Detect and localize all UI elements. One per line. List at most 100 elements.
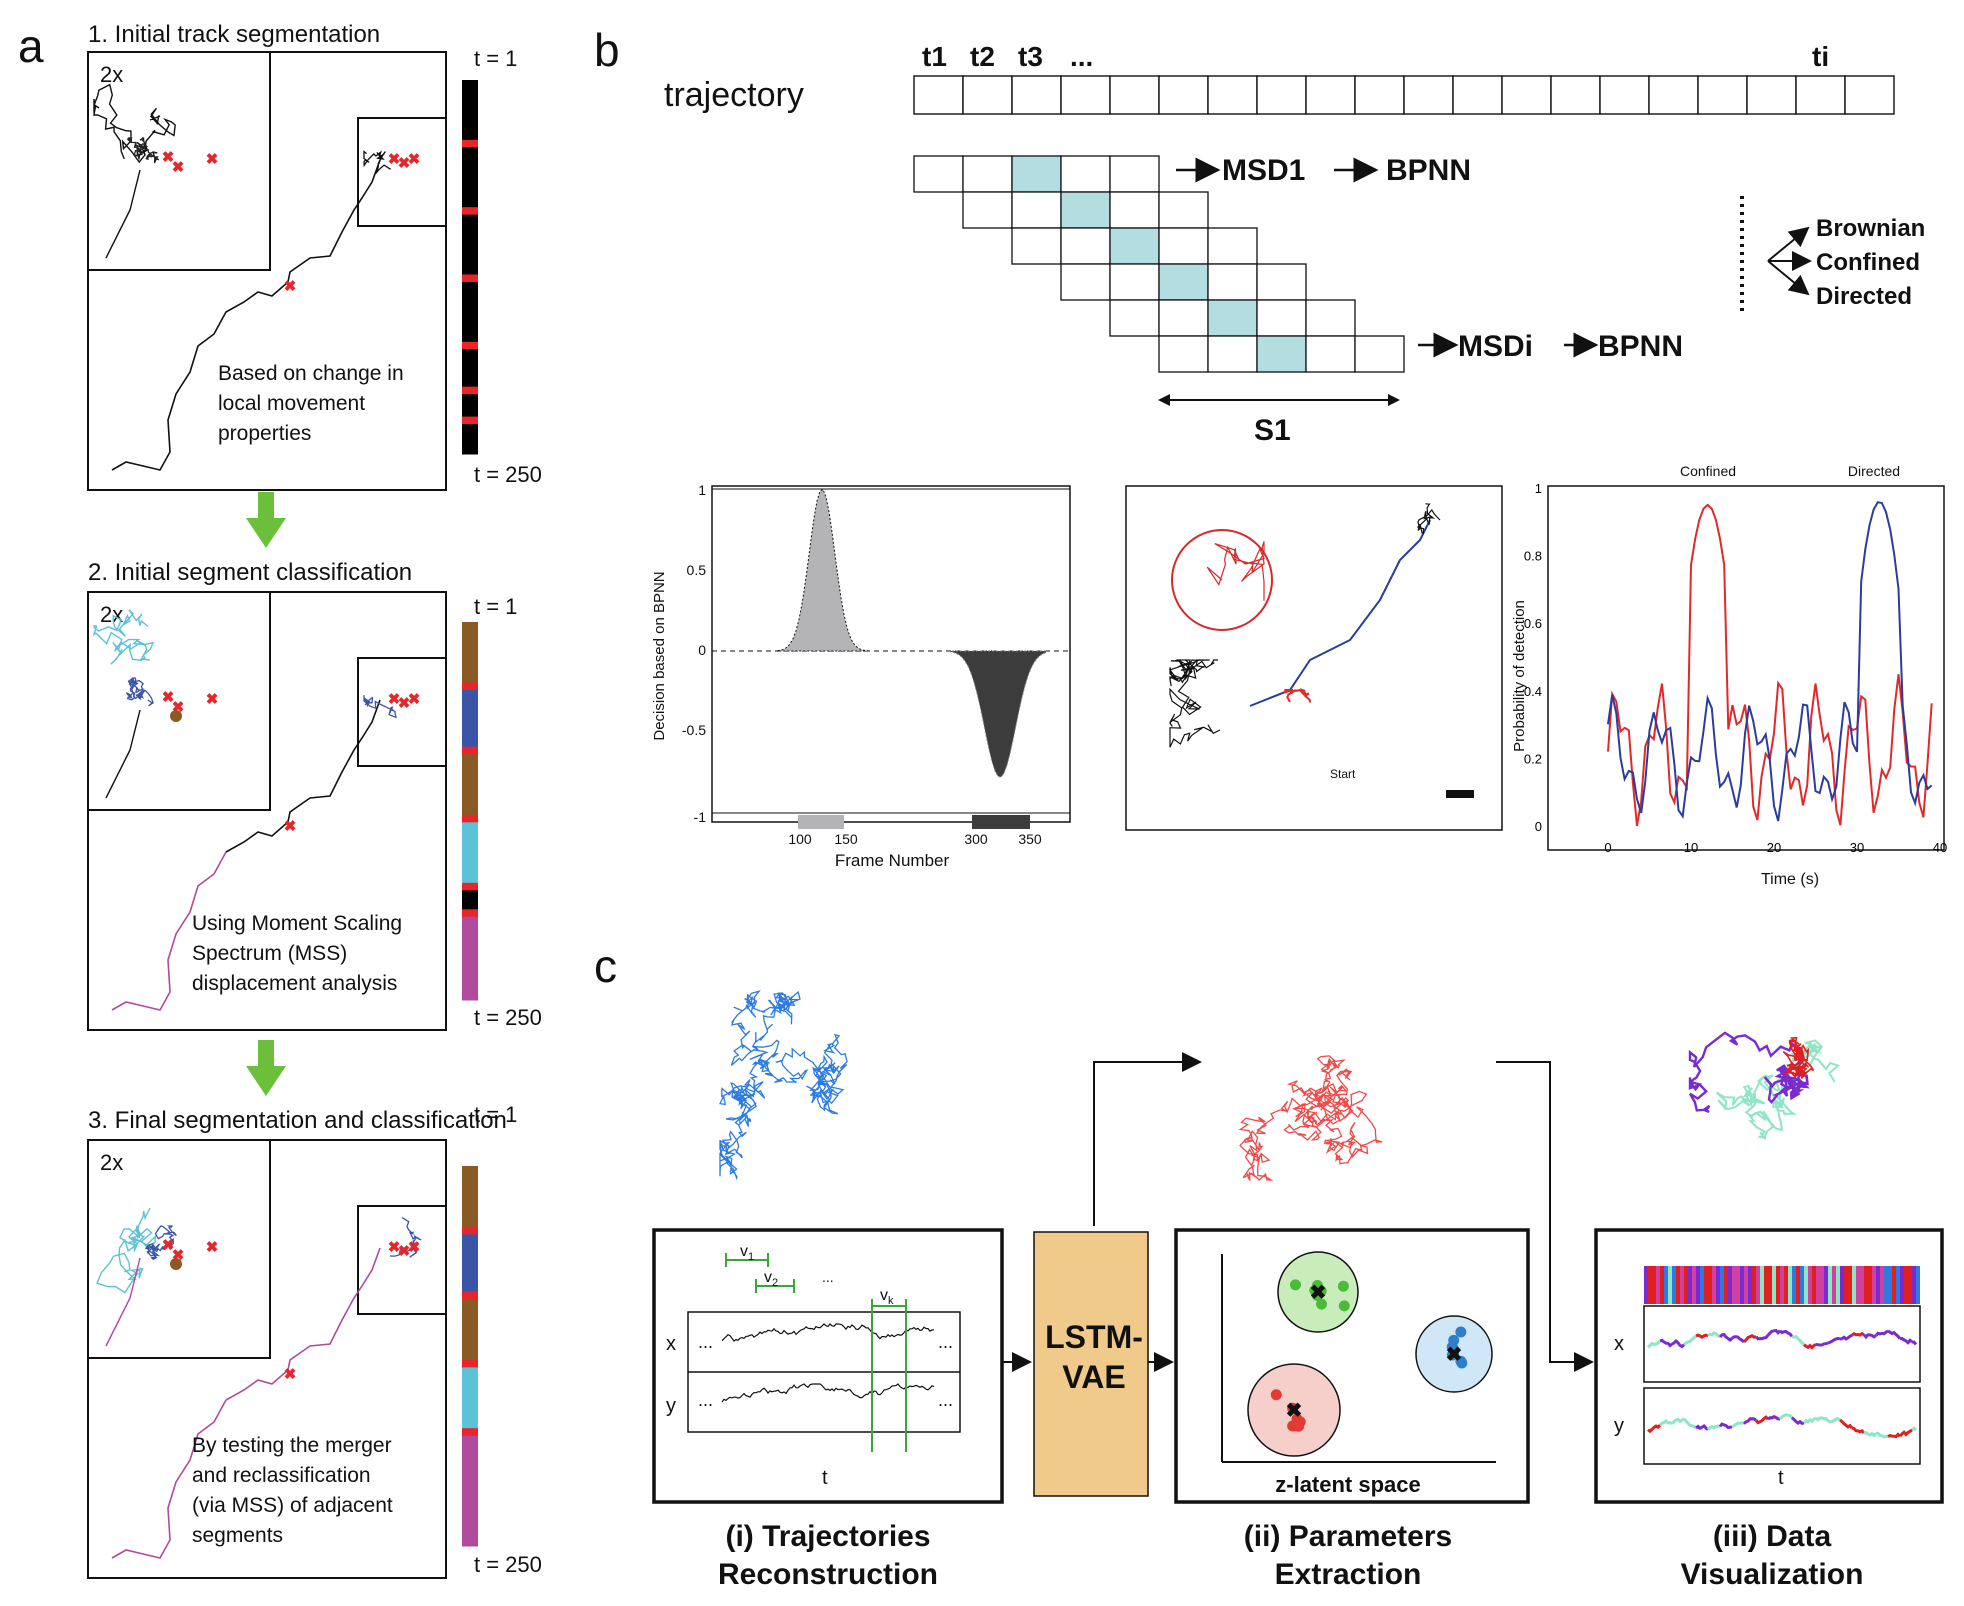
inset-tail-track <box>105 709 141 799</box>
trajectory-cell <box>1599 75 1650 115</box>
y-series-colored <box>1767 1414 1781 1421</box>
probability-xtick: 10 <box>1684 840 1698 855</box>
highlighted-cell <box>1256 335 1307 373</box>
confined-probability-curve <box>1607 503 1933 827</box>
step1-track: ✖✖✖✖✖✖✖ <box>93 83 421 471</box>
xy-series-colored <box>1646 1328 1918 1439</box>
timeline-segment <box>462 274 478 283</box>
highlighted-cell <box>1109 227 1160 265</box>
window-cell <box>1158 227 1209 265</box>
barcode-stripe <box>1732 1266 1736 1304</box>
y-series-colored <box>1742 1417 1757 1425</box>
breakpoint-marker: ✖ <box>284 818 297 835</box>
barcode-stripe <box>1816 1266 1820 1304</box>
x-series-colored <box>1851 1331 1865 1337</box>
cluster-point <box>1316 1298 1328 1310</box>
inset-brown-marker <box>170 710 182 722</box>
cluster-point <box>1446 1349 1458 1361</box>
y-series-colored <box>1695 1423 1709 1431</box>
highlighted-cell <box>1207 299 1258 337</box>
barcode-stripe <box>1796 1266 1800 1304</box>
y-series <box>721 1383 935 1403</box>
msd1-bpnn: BPNN <box>1386 154 1471 187</box>
step3-t-start: t = 1 <box>474 1102 517 1127</box>
timeline-segment <box>462 1428 478 1437</box>
window-cell <box>1354 335 1405 373</box>
x-series-colored <box>1899 1336 1913 1345</box>
timeline-segment <box>462 281 478 343</box>
cluster-centroid: ✖ <box>1446 1344 1463 1366</box>
bpnn-ytick-1: 1 <box>698 482 706 498</box>
x-series-colored <box>1791 1334 1806 1346</box>
trajectory-cell <box>1354 75 1405 115</box>
timeline-segment <box>462 386 478 395</box>
barcode-stripe <box>1916 1266 1920 1304</box>
y-series-colored <box>1839 1418 1854 1429</box>
barcode-stripe <box>1652 1266 1656 1304</box>
barcode-stripe <box>1896 1266 1900 1304</box>
barcode-stripe <box>1876 1266 1880 1304</box>
barcode-stripe <box>1900 1266 1904 1304</box>
trajectory-cell <box>1109 75 1160 115</box>
highlighted-cell <box>1060 191 1111 229</box>
x-series-colored <box>1718 1332 1734 1342</box>
step1-title: 1. Initial track segmentation <box>88 21 380 48</box>
step2-caption-2: Spectrum (MSS) <box>192 942 347 965</box>
barcode-stripe <box>1912 1266 1916 1304</box>
barcode-stripe <box>1792 1266 1796 1304</box>
reconstruction-box <box>652 1228 1004 1504</box>
barcode-stripe <box>1688 1266 1692 1304</box>
barcode-stripe <box>1660 1266 1664 1304</box>
breakpoint-marker: ✖ <box>206 691 219 708</box>
breakpoint-marker: ✖ <box>408 151 421 168</box>
window-cell <box>1060 263 1111 301</box>
barcode-stripe <box>1804 1266 1808 1304</box>
breakpoint-marker: ✖ <box>172 699 185 716</box>
msd1-label: MSD1 <box>1222 154 1305 187</box>
x-series-colored <box>1815 1341 1829 1347</box>
time-label-ti: ti <box>1812 41 1829 72</box>
visualized-trajectory-mixed <box>1688 1031 1841 1140</box>
breakpoint-marker: ✖ <box>388 1239 401 1256</box>
x-series-colored <box>1671 1338 1686 1349</box>
msd1-row: MSD1 BPNN <box>1176 154 1471 187</box>
cluster-point <box>1270 1389 1282 1401</box>
bpnn-ytick-neg0.5: -0.5 <box>682 722 706 738</box>
bpnn-ytick-neg1: -1 <box>694 809 707 825</box>
y-series-colored <box>1851 1426 1866 1435</box>
barcode-stripe <box>1884 1266 1888 1304</box>
probability-xtick: 20 <box>1767 840 1781 855</box>
step3-caption-4: segments <box>192 1524 283 1547</box>
step3-caption-1: By testing the merger <box>192 1434 392 1457</box>
y-series-colored <box>1647 1424 1662 1434</box>
outcome-brownian: Brownian <box>1816 215 1925 242</box>
box-iii-t-label: t <box>1778 1467 1784 1489</box>
bpnn-xtick-350: 350 <box>1018 831 1042 847</box>
zoom-region-track <box>363 695 397 719</box>
breakpoint-marker: ✖ <box>388 151 401 168</box>
barcode-stripe <box>1676 1266 1680 1304</box>
window-cell <box>1256 299 1307 337</box>
barcode-stripe <box>1892 1266 1896 1304</box>
barcode-stripe <box>1680 1266 1684 1304</box>
step2-t-end: t = 250 <box>474 1005 542 1030</box>
panel-a: a 1. Initial track segmentation 2x ✖✖✖✖✖… <box>18 20 542 1579</box>
latent-box <box>1174 1228 1530 1504</box>
timeline-segment <box>462 80 478 141</box>
flow-arrow-1 <box>246 492 286 548</box>
time-label-ellipsis: ... <box>1070 41 1093 72</box>
timeline-segment <box>462 746 478 755</box>
step2-t-start: t = 1 <box>474 594 517 619</box>
breakpoint-marker: ✖ <box>398 695 411 712</box>
breakpoint-marker: ✖ <box>388 691 401 708</box>
timeline-segment <box>462 1234 478 1292</box>
breakpoint-marker: ✖ <box>408 691 421 708</box>
cluster-point <box>1287 1402 1299 1414</box>
trajectory-cell <box>962 75 1013 115</box>
barcode-stripe <box>1844 1266 1848 1304</box>
y-series-colored <box>1754 1415 1770 1425</box>
latent-clusters: ✖✖✖ <box>1247 1251 1493 1457</box>
barcode-stripe <box>1668 1266 1672 1304</box>
x-series-colored <box>1827 1336 1841 1345</box>
bpnn-xtick-100: 100 <box>788 831 812 847</box>
